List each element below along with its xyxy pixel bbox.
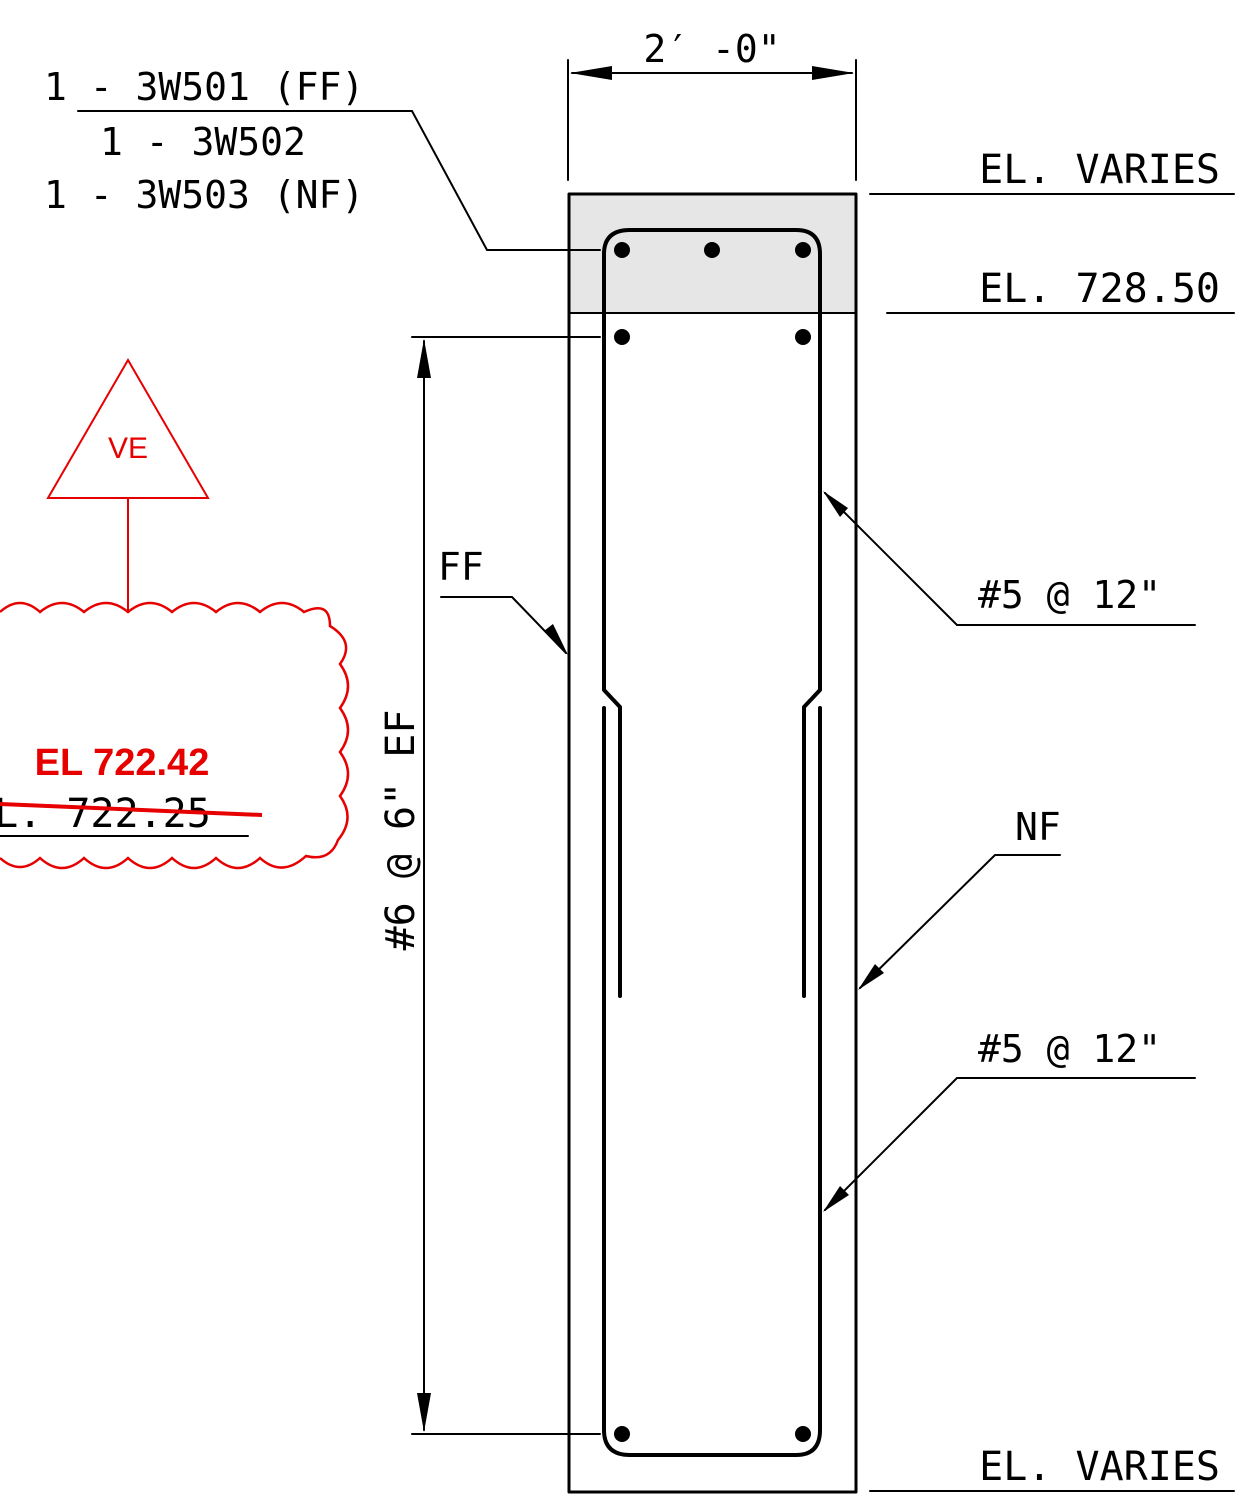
width-dimension: 2′ -0" xyxy=(567,27,857,181)
elevation-bottom: EL. VARIES xyxy=(869,1444,1235,1492)
wall-outline xyxy=(567,192,858,1494)
elevation-upper: EL. 728.50 xyxy=(886,266,1235,314)
rebar-dot xyxy=(795,1426,811,1442)
nf-callout: NF xyxy=(858,805,1061,990)
width-dimension-label: 2′ -0" xyxy=(643,27,780,71)
revision-cloud xyxy=(0,601,350,870)
revision-markup: VE EL 722.42 EL. 722.25 xyxy=(0,358,350,870)
revision-new-elevation: EL 722.42 xyxy=(35,742,210,784)
rebar-dot xyxy=(795,329,811,345)
stirrup-upper-label: #5 @ 12" xyxy=(978,573,1161,617)
elevation-upper-label: EL. 728.50 xyxy=(979,266,1220,312)
ff-callout: FF xyxy=(438,545,568,655)
rebar-dot xyxy=(614,242,630,258)
nf-label: NF xyxy=(1015,805,1061,849)
elevation-top-label: EL. VARIES xyxy=(979,147,1220,193)
vertical-bars-dimension: #6 @ 6" EF xyxy=(378,336,601,1435)
stirrup xyxy=(602,228,822,1457)
top-bar-label-2: 1 - 3W502 xyxy=(100,120,306,164)
wall-section xyxy=(567,192,858,1494)
revision-marker-label: VE xyxy=(108,432,148,465)
rebar-dot xyxy=(614,1426,630,1442)
top-bars-callout: 1 - 3W501 (FF) 1 - 3W502 1 - 3W503 (NF) xyxy=(44,65,601,251)
vertical-bars-label: #6 @ 6" EF xyxy=(378,710,424,951)
revision-strike xyxy=(0,802,263,817)
top-bar-label-3: 1 - 3W503 (NF) xyxy=(44,173,364,217)
stirrup-lower-label: #5 @ 12" xyxy=(978,1027,1161,1071)
elevation-bottom-label: EL. VARIES xyxy=(979,1444,1220,1490)
revision-triangle xyxy=(46,358,210,499)
stirrup-upper-callout: #5 @ 12" xyxy=(823,491,1196,626)
ff-label: FF xyxy=(438,545,484,589)
elevation-top: EL. VARIES xyxy=(869,147,1235,195)
revision-old-elevation: EL. 722.25 xyxy=(0,791,211,837)
stirrup-lower-callout: #5 @ 12" xyxy=(823,1027,1196,1212)
rebar-dot xyxy=(614,329,630,345)
rebar-dots xyxy=(614,242,811,1442)
top-bar-label-1: 1 - 3W501 (FF) xyxy=(44,65,364,109)
rebar-dot xyxy=(795,242,811,258)
rebar-dot xyxy=(704,242,720,258)
